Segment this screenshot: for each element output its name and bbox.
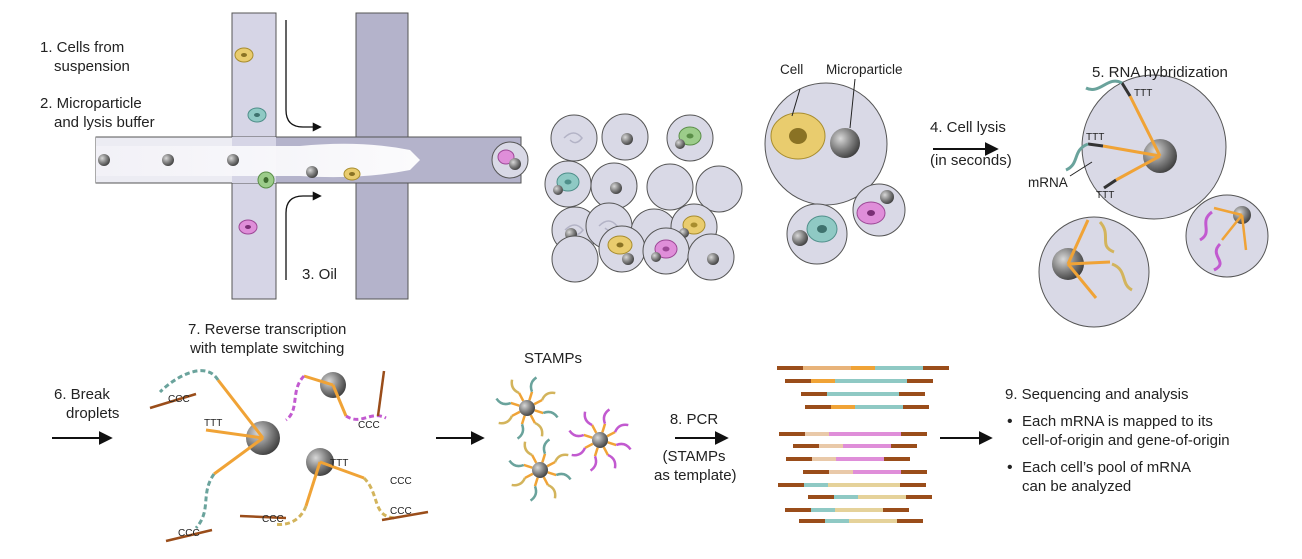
droplet <box>598 225 646 273</box>
amplicon-read <box>777 366 949 370</box>
stamps-title: STAMPs <box>524 350 583 367</box>
reverse-transcription-beads <box>149 369 429 543</box>
ccc-label: CCC <box>358 420 380 431</box>
amplicon-read <box>803 470 927 474</box>
droplet <box>544 160 592 208</box>
microparticle-zoom <box>830 128 860 158</box>
cell-yellow-top <box>234 47 254 63</box>
amplicon-read <box>801 392 925 396</box>
cell-green <box>257 171 275 189</box>
pcr-amplicons <box>777 366 949 523</box>
amplicon-read <box>785 508 909 512</box>
droplet <box>687 233 735 281</box>
step-4-label: 4. Cell lysis(in seconds) <box>930 119 1012 169</box>
amplicon-read <box>778 483 926 487</box>
microfluidic-device <box>95 12 529 300</box>
zoom-droplets <box>764 78 906 265</box>
droplet <box>666 114 714 162</box>
droplet <box>601 113 649 161</box>
oil-arrow-top <box>285 20 322 132</box>
cell-callout: Cell <box>780 62 804 77</box>
mrna-callout: mRNA <box>1028 175 1068 190</box>
step-9-label: 9. Sequencing and analysis <box>1005 386 1189 403</box>
amplicon-read <box>785 379 933 383</box>
analysis-bullets: Each mRNA is mapped to itscell-of-origin… <box>1005 412 1230 504</box>
ccc-label: CCC <box>390 476 412 487</box>
ccc-label: CCC <box>390 506 412 517</box>
droplet-outlet <box>491 141 529 179</box>
amplicon-read <box>808 495 932 499</box>
droplet <box>550 114 598 162</box>
ttt-label: TTT <box>1086 132 1104 143</box>
step-3-label: 3. Oil <box>302 266 338 283</box>
droplet <box>695 165 743 213</box>
analysis-bullet: Each mRNA is mapped to itscell-of-origin… <box>1005 412 1230 450</box>
stamps-group <box>495 376 632 502</box>
ccc-label: CCC <box>168 394 190 405</box>
ttt-label: TTT <box>330 458 348 469</box>
stamp <box>568 408 632 472</box>
ttt-label: TTT <box>1134 88 1152 99</box>
oil-arrow-bottom <box>285 191 322 280</box>
ccc-label: CCC <box>178 528 200 539</box>
cell-teal <box>247 107 267 123</box>
rna-hybridization-droplets <box>1038 74 1269 328</box>
cell-pink <box>238 219 258 235</box>
amplicon-read <box>786 457 910 461</box>
ccc-label: CCC <box>262 514 284 525</box>
droplet <box>551 235 599 283</box>
stamp <box>495 376 559 440</box>
droplet <box>590 162 638 210</box>
ttt-label: TTT <box>1096 190 1114 201</box>
cell-yellow-channel <box>343 167 361 181</box>
microparticle-callout: Microparticle <box>826 62 903 77</box>
droplet-emulsion <box>544 113 743 283</box>
stamp <box>508 438 572 502</box>
step-5-label: 5. RNA hybridization <box>1092 64 1228 81</box>
droplet <box>646 163 694 211</box>
amplicon-read <box>779 432 927 436</box>
amplicon-read <box>805 405 929 409</box>
amplicon-read <box>793 444 917 448</box>
droplet <box>642 227 690 275</box>
amplicon-read <box>799 519 923 523</box>
ttt-label: TTT <box>204 418 222 429</box>
